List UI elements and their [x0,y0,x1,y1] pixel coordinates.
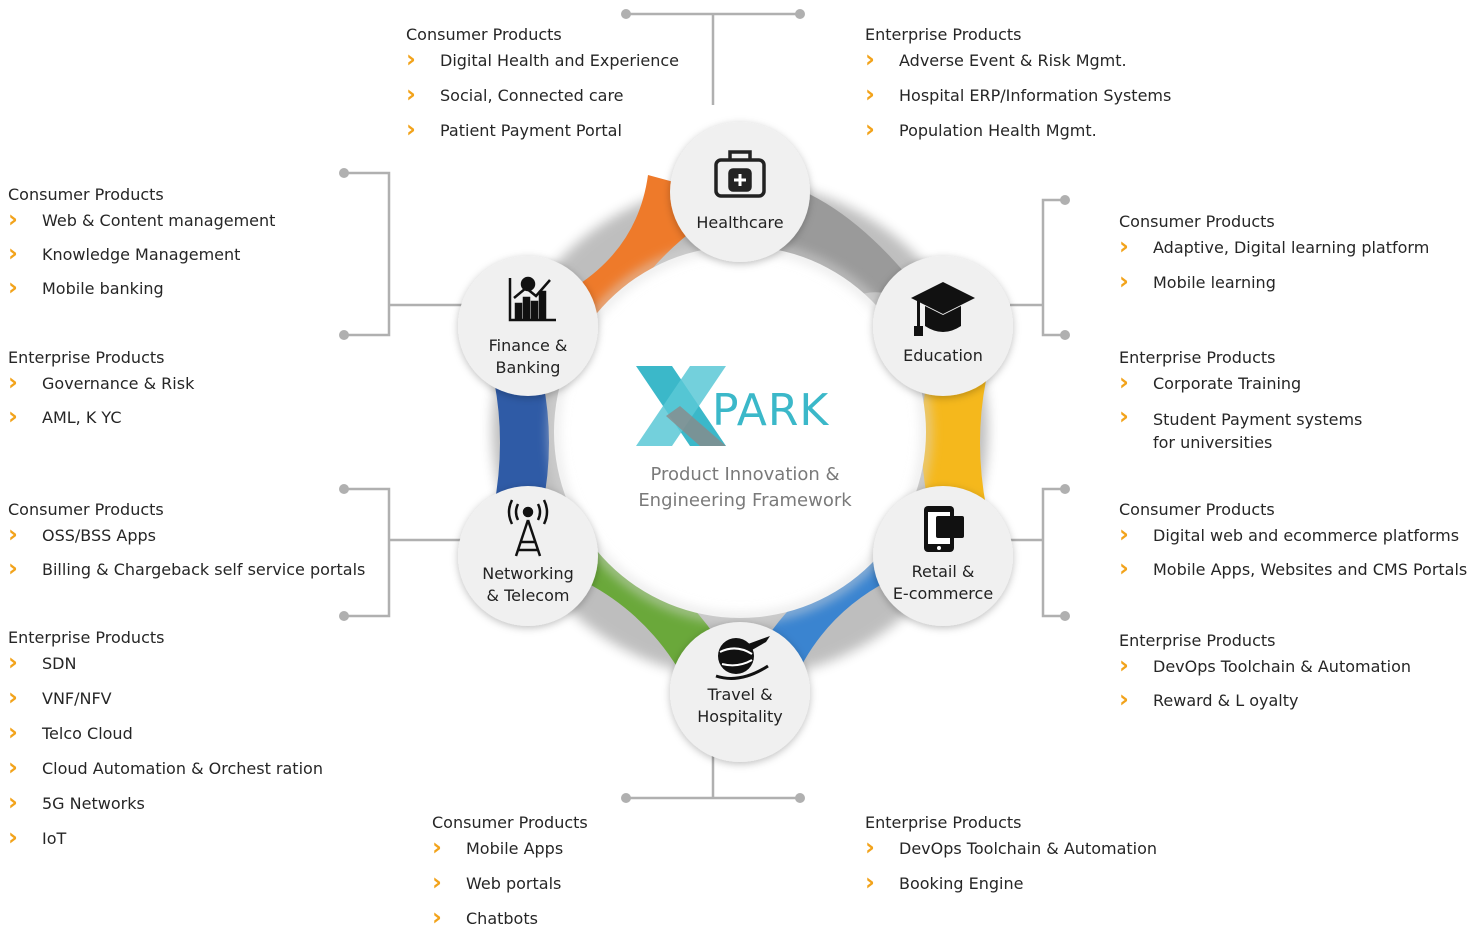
block-header: Enterprise Products [865,813,1022,832]
block-header: Consumer Products [406,25,562,44]
connector-education [1010,198,1065,337]
list-item: Digital web and ecommerce platforms [1119,522,1467,546]
list-item: Billing & Chargeback self service portal… [8,556,365,580]
node-label-retail: Retail & E-commerce [863,561,1023,605]
node-label-finance: Finance & Banking [448,335,608,379]
x-logo-mark [636,366,726,446]
list-item: Chatbots [432,905,588,929]
list-item: Mobile Apps [432,835,588,859]
list-item: VNF/NFV [8,685,323,709]
list-item: Adaptive, Digital learning platform [1119,234,1429,258]
tagline: Product Innovation & Engineering Framewo… [620,462,870,514]
tagline-line1: Product Innovation & [650,464,840,485]
node-label-line: Banking [495,358,561,377]
list-item: 5G Networks [8,790,323,814]
node-label-healthcare: Healthcare [660,212,820,234]
list-item: Hospital ERP/Information Systems [865,82,1171,106]
education-enterprise-block: Enterprise Products Corporate Training S… [1119,348,1363,454]
connector-finance [344,171,470,337]
growth-chart-icon [508,276,556,322]
list-item: Mobile Apps, Websites and CMS Portals [1119,556,1467,580]
list-item: Cloud Automation & Orchest ration [8,755,323,779]
node-retail [873,486,1013,626]
connector-healthcare [626,12,800,105]
node-label-education: Education [863,345,1023,367]
networking-consumer-block: Consumer Products OSS/BSS Apps Billing &… [8,500,365,580]
list-item: Web portals [432,870,588,894]
networking-enterprise-block: Enterprise Products SDN VNF/NFV Telco Cl… [8,628,323,849]
connector-networking [344,487,470,618]
healthcare-enterprise-block: Enterprise Products Adverse Event & Risk… [865,25,1171,141]
list-item: Social, Connected care [406,82,679,106]
node-label-networking: Networking & Telecom [448,563,608,607]
mobile-shopping-icon [924,506,964,552]
connector-travel [626,750,800,800]
block-header: Consumer Products [1119,212,1275,231]
list-item: SDN [8,650,323,674]
list-item: DevOps Toolchain & Automation [865,835,1157,859]
healthcare-consumer-block: Consumer Products Digital Health and Exp… [406,25,679,141]
graduation-cap-icon [911,282,975,336]
list-item: Digital Health and Experience [406,47,679,71]
block-header: Enterprise Products [1119,348,1276,367]
node-label-line: & Telecom [486,586,570,605]
list-item: Population Health Mgmt. [865,117,1171,141]
node-label-line: Education [903,346,983,365]
list-item: Corporate Training [1119,370,1363,394]
list-item: Booking Engine [865,870,1157,894]
travel-consumer-block: Consumer Products Mobile Apps Web portal… [432,813,588,929]
list-item: Reward & L oyalty [1119,687,1411,711]
list-item: AML, K YC [8,404,194,428]
list-item: Telco Cloud [8,720,323,744]
tagline-line2: Engineering Framework [638,490,852,511]
connector-retail [1010,487,1065,618]
travel-enterprise-block: Enterprise Products DevOps Toolchain & A… [865,813,1157,894]
node-finance [458,256,598,396]
node-label-line: Networking [482,564,574,583]
globe-airplane-icon [715,636,770,680]
retail-enterprise-block: Enterprise Products DevOps Toolchain & A… [1119,631,1411,711]
connectors [344,12,1065,800]
list-item: Mobile learning [1119,269,1429,293]
block-header: Consumer Products [8,185,164,204]
list-item: Student Payment systems for universities [1119,404,1363,454]
list-item: Patient Payment Portal [406,117,679,141]
retail-consumer-block: Consumer Products Digital web and ecomme… [1119,500,1467,580]
node-label-line: Hospitality [697,707,783,726]
node-label-line: Retail & [911,562,975,581]
block-header: Consumer Products [432,813,588,832]
list-item: DevOps Toolchain & Automation [1119,653,1411,677]
node-label-line: Travel & [707,685,773,704]
block-header: Consumer Products [8,500,164,519]
node-networking [458,486,598,626]
block-header: Enterprise Products [8,628,165,647]
list-item: IoT [8,825,323,849]
list-item: OSS/BSS Apps [8,522,365,546]
block-header: Enterprise Products [1119,631,1276,650]
nodes [458,122,1013,762]
list-item: Web & Content management [8,207,275,231]
list-item: Knowledge Management [8,241,275,265]
block-header: Enterprise Products [8,348,165,367]
block-header: Enterprise Products [865,25,1022,44]
antenna-tower-icon [507,499,549,557]
list-item: Mobile banking [8,275,275,299]
node-healthcare [670,122,810,262]
first-aid-kit-icon [714,150,766,198]
finance-consumer-block: Consumer Products Web & Content manageme… [8,185,275,299]
node-travel [670,622,810,762]
list-item: Governance & Risk [8,370,194,394]
education-consumer-block: Consumer Products Adaptive, Digital lear… [1119,212,1429,293]
node-label-travel: Travel & Hospitality [660,684,820,728]
center-disc [554,246,926,618]
connector-dots [339,9,1070,803]
logo-text: PARK [712,385,830,436]
node-label-line: E-commerce [892,584,994,603]
list-item: Adverse Event & Risk Mgmt. [865,47,1171,71]
block-header: Consumer Products [1119,500,1275,519]
node-label-line: Healthcare [696,213,784,232]
finance-enterprise-block: Enterprise Products Governance & Risk AM… [8,348,194,428]
node-label-line: Finance & [488,336,568,355]
